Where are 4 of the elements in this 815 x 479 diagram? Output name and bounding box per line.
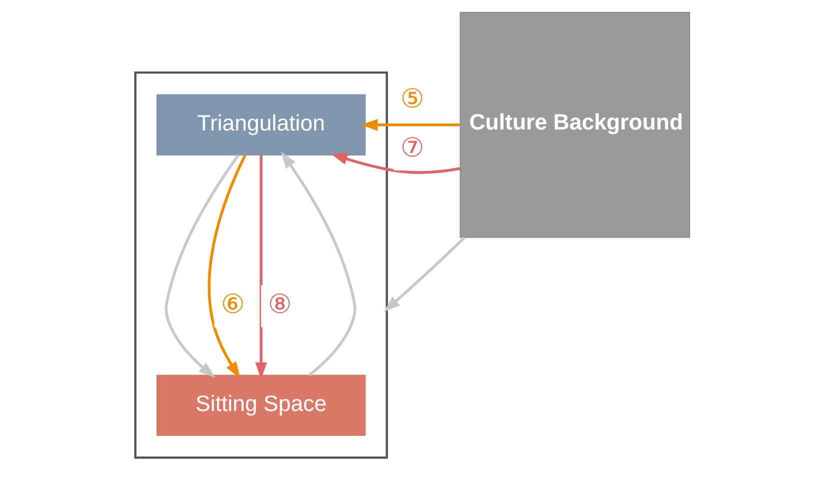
edge-label: ⑤ <box>400 83 424 114</box>
edge-label: ⑧ <box>267 289 292 320</box>
edge-label: ⑦ <box>400 132 424 162</box>
edge-label: ⑥ <box>220 289 245 320</box>
